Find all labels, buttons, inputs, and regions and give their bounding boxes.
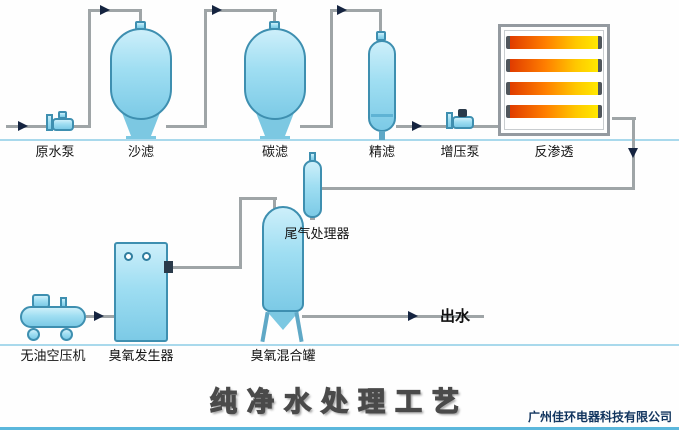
diagram-title: 纯净水处理工艺 [209, 386, 469, 418]
flow-arrow-icon [100, 5, 110, 15]
tail-gas-processor [303, 160, 322, 218]
pipe-ozone-riser [239, 197, 242, 269]
label-raw-water-pump: 原水泵 [35, 145, 75, 160]
ozone-generator-outlet-valve [164, 261, 173, 273]
pipe-fine-drop [379, 9, 382, 39]
bottom-row-baseline [0, 344, 679, 346]
label-carbon-filter: 碳滤 [261, 145, 288, 160]
pipe-ozone-drop [273, 197, 276, 211]
flow-arrow-icon [94, 311, 104, 321]
label-booster-pump: 增压泵 [440, 145, 480, 160]
pipe-riser-1 [88, 9, 91, 128]
ozone-mixing-tank [262, 206, 304, 312]
fine-filter-base [379, 131, 385, 140]
raw-water-pump-motor [58, 111, 67, 119]
pipe-ozone-top [239, 197, 277, 200]
company-name: 广州佳环电器科技有限公司 [527, 410, 672, 424]
ozone-generator [114, 242, 168, 342]
carbon-filter-tank [244, 28, 306, 120]
pipe-top-run-2 [204, 9, 277, 12]
pipe-return-run [313, 187, 635, 190]
pipe-ro-out [612, 117, 636, 120]
fine-filter-band [371, 114, 393, 117]
flow-arrow-icon [212, 5, 222, 15]
pipe-pump-out [72, 125, 91, 128]
pipe-ozone-out [168, 266, 242, 269]
ozone-generator-gauge [124, 252, 133, 261]
compressor-wheel [60, 328, 73, 341]
pipe-riser-3 [330, 9, 333, 128]
label-water-outlet: 出水 [440, 307, 471, 325]
ro-membrane-tube [506, 59, 602, 72]
label-air-compressor: 无油空压机 [20, 349, 86, 364]
reverse-osmosis-inner-frame [504, 30, 604, 130]
ro-membrane-tube [506, 36, 602, 49]
pipe-water-outlet [302, 315, 484, 318]
booster-pump [452, 116, 474, 129]
sand-filter-tank [110, 28, 172, 120]
mixing-tank-leg [260, 311, 270, 343]
ozone-generator-gauge [142, 252, 151, 261]
label-sand-filter: 沙滤 [127, 145, 154, 160]
pipe-carbon-out [300, 125, 333, 128]
air-compressor-tank [20, 306, 86, 328]
flow-arrow-icon [412, 121, 422, 131]
flow-arrow-icon [337, 5, 347, 15]
label-reverse-osmosis: 反渗透 [534, 145, 574, 160]
pipe-sand-drop [139, 9, 142, 29]
pipe-carbon-drop [273, 9, 276, 29]
pipe-top-run-3 [330, 9, 382, 12]
pipe-fine-out [396, 125, 448, 128]
sand-filter-foot [126, 136, 156, 139]
pipe-to-ro [472, 125, 500, 128]
label-tail-gas-processor: 尾气处理器 [284, 227, 350, 242]
pipe-riser-2 [204, 9, 207, 128]
raw-water-pump [52, 118, 74, 131]
flow-arrow-icon [408, 311, 418, 321]
top-row-baseline [0, 139, 679, 141]
footer-line [0, 427, 679, 430]
pipe-top-run-1 [88, 9, 142, 12]
label-fine-filter: 精滤 [368, 145, 395, 160]
pipe-sand-out [166, 125, 207, 128]
ro-membrane-tube [506, 105, 602, 118]
carbon-filter-foot [260, 136, 290, 139]
compressor-wheel [27, 328, 40, 341]
booster-pump-motor [458, 109, 467, 117]
flow-arrow-icon [18, 121, 28, 131]
ro-membrane-tube [506, 82, 602, 95]
flow-arrow-down-icon [628, 148, 638, 158]
label-ozone-mixing-tank: 臭氧混合罐 [250, 349, 316, 364]
label-ozone-generator: 臭氧发生器 [108, 349, 174, 364]
fine-filter-cartridge [368, 40, 396, 132]
